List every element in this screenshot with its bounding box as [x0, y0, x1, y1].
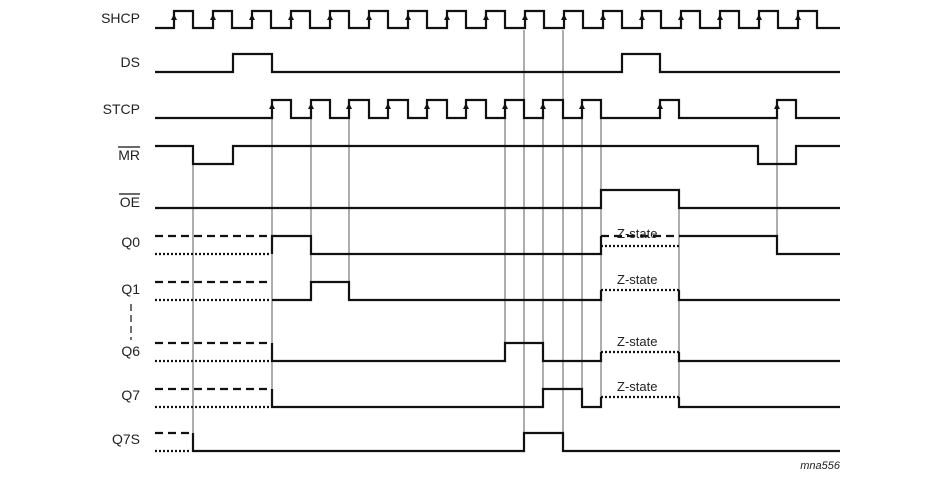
label-q7: Q7: [121, 387, 140, 403]
waveform-q7s: [155, 431, 840, 453]
z-state-label-q0: Z-state: [617, 226, 657, 241]
label-stcp: STCP: [103, 101, 140, 117]
waveform-q6: [155, 341, 840, 363]
waveform-q1: [155, 280, 840, 302]
waveform-q0: [155, 234, 840, 256]
label-q7s: Q7S: [112, 431, 140, 447]
waveform-shcp: [155, 9, 840, 30]
z-state-label-q1: Z-state: [617, 272, 657, 287]
waveform-stcp: [155, 98, 840, 120]
waveform-q7: [155, 387, 840, 409]
label-q1: Q1: [121, 281, 140, 297]
waveform-mr: [155, 144, 840, 166]
z-state-label-q6: Z-state: [617, 334, 657, 349]
label-shcp: SHCP: [101, 10, 140, 26]
stcp-edge-arrows: [269, 103, 780, 109]
label-ds: DS: [121, 54, 140, 70]
z-state-label-q7: Z-state: [617, 379, 657, 394]
figure-reference: mna556: [800, 460, 841, 472]
waveform-oe: [155, 188, 840, 210]
guide-lines: [192, 30, 778, 452]
label-oe: OE: [120, 194, 140, 210]
waveform-ds: [155, 52, 840, 74]
shcp-edge-arrows: [171, 14, 801, 20]
label-q0: Q0: [121, 234, 140, 250]
label-q6: Q6: [121, 343, 140, 359]
label-mr: MR: [118, 147, 140, 163]
